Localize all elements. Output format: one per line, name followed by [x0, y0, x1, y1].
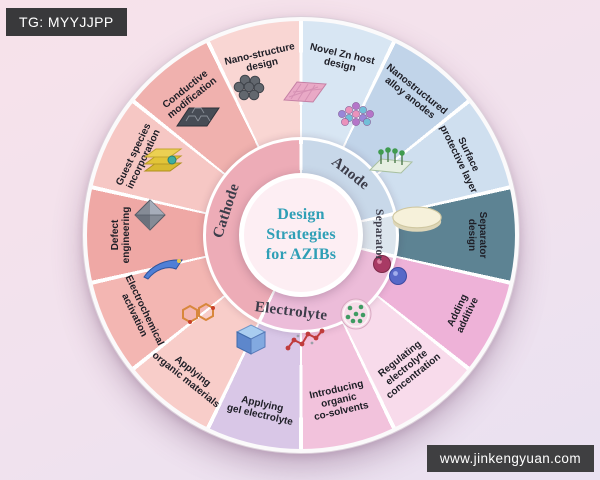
wedge-label-line: Separator — [477, 211, 489, 259]
section-label-separator: Separator — [373, 209, 385, 261]
center-title-line: for AZIBs — [265, 246, 337, 263]
layered-sheets-icon — [139, 140, 187, 180]
graphene-sheet-icon — [174, 96, 222, 136]
electrolyte-dish-icon — [332, 294, 380, 334]
separator-disc-icon — [389, 195, 442, 235]
watermark-bottom-right: www.jinkengyuan.com — [426, 445, 594, 472]
center-title-line: Strategies — [266, 226, 336, 243]
gel-cube-icon — [225, 319, 273, 359]
additive-spheres-icon — [367, 250, 415, 290]
zinc-sheet-icon — [281, 71, 329, 111]
organic-molecule-icon — [281, 319, 329, 359]
sphere-cluster-icon — [225, 71, 273, 111]
octahedron-icon — [126, 195, 174, 235]
hexagon-molecule-icon — [174, 294, 222, 334]
pin-board-icon — [367, 140, 415, 180]
section-label-cathode: Cathode — [210, 181, 243, 240]
wedge-label-line: Defect — [109, 219, 121, 251]
wedge-label-line: design — [466, 218, 477, 252]
alloy-cluster-icon — [332, 96, 380, 136]
watermark-top-left: TG: MYYJJPP — [6, 8, 127, 36]
section-label-anode: Anode — [327, 153, 372, 194]
activation-arrow-icon — [139, 250, 187, 290]
center-title-line: Design — [277, 206, 325, 223]
